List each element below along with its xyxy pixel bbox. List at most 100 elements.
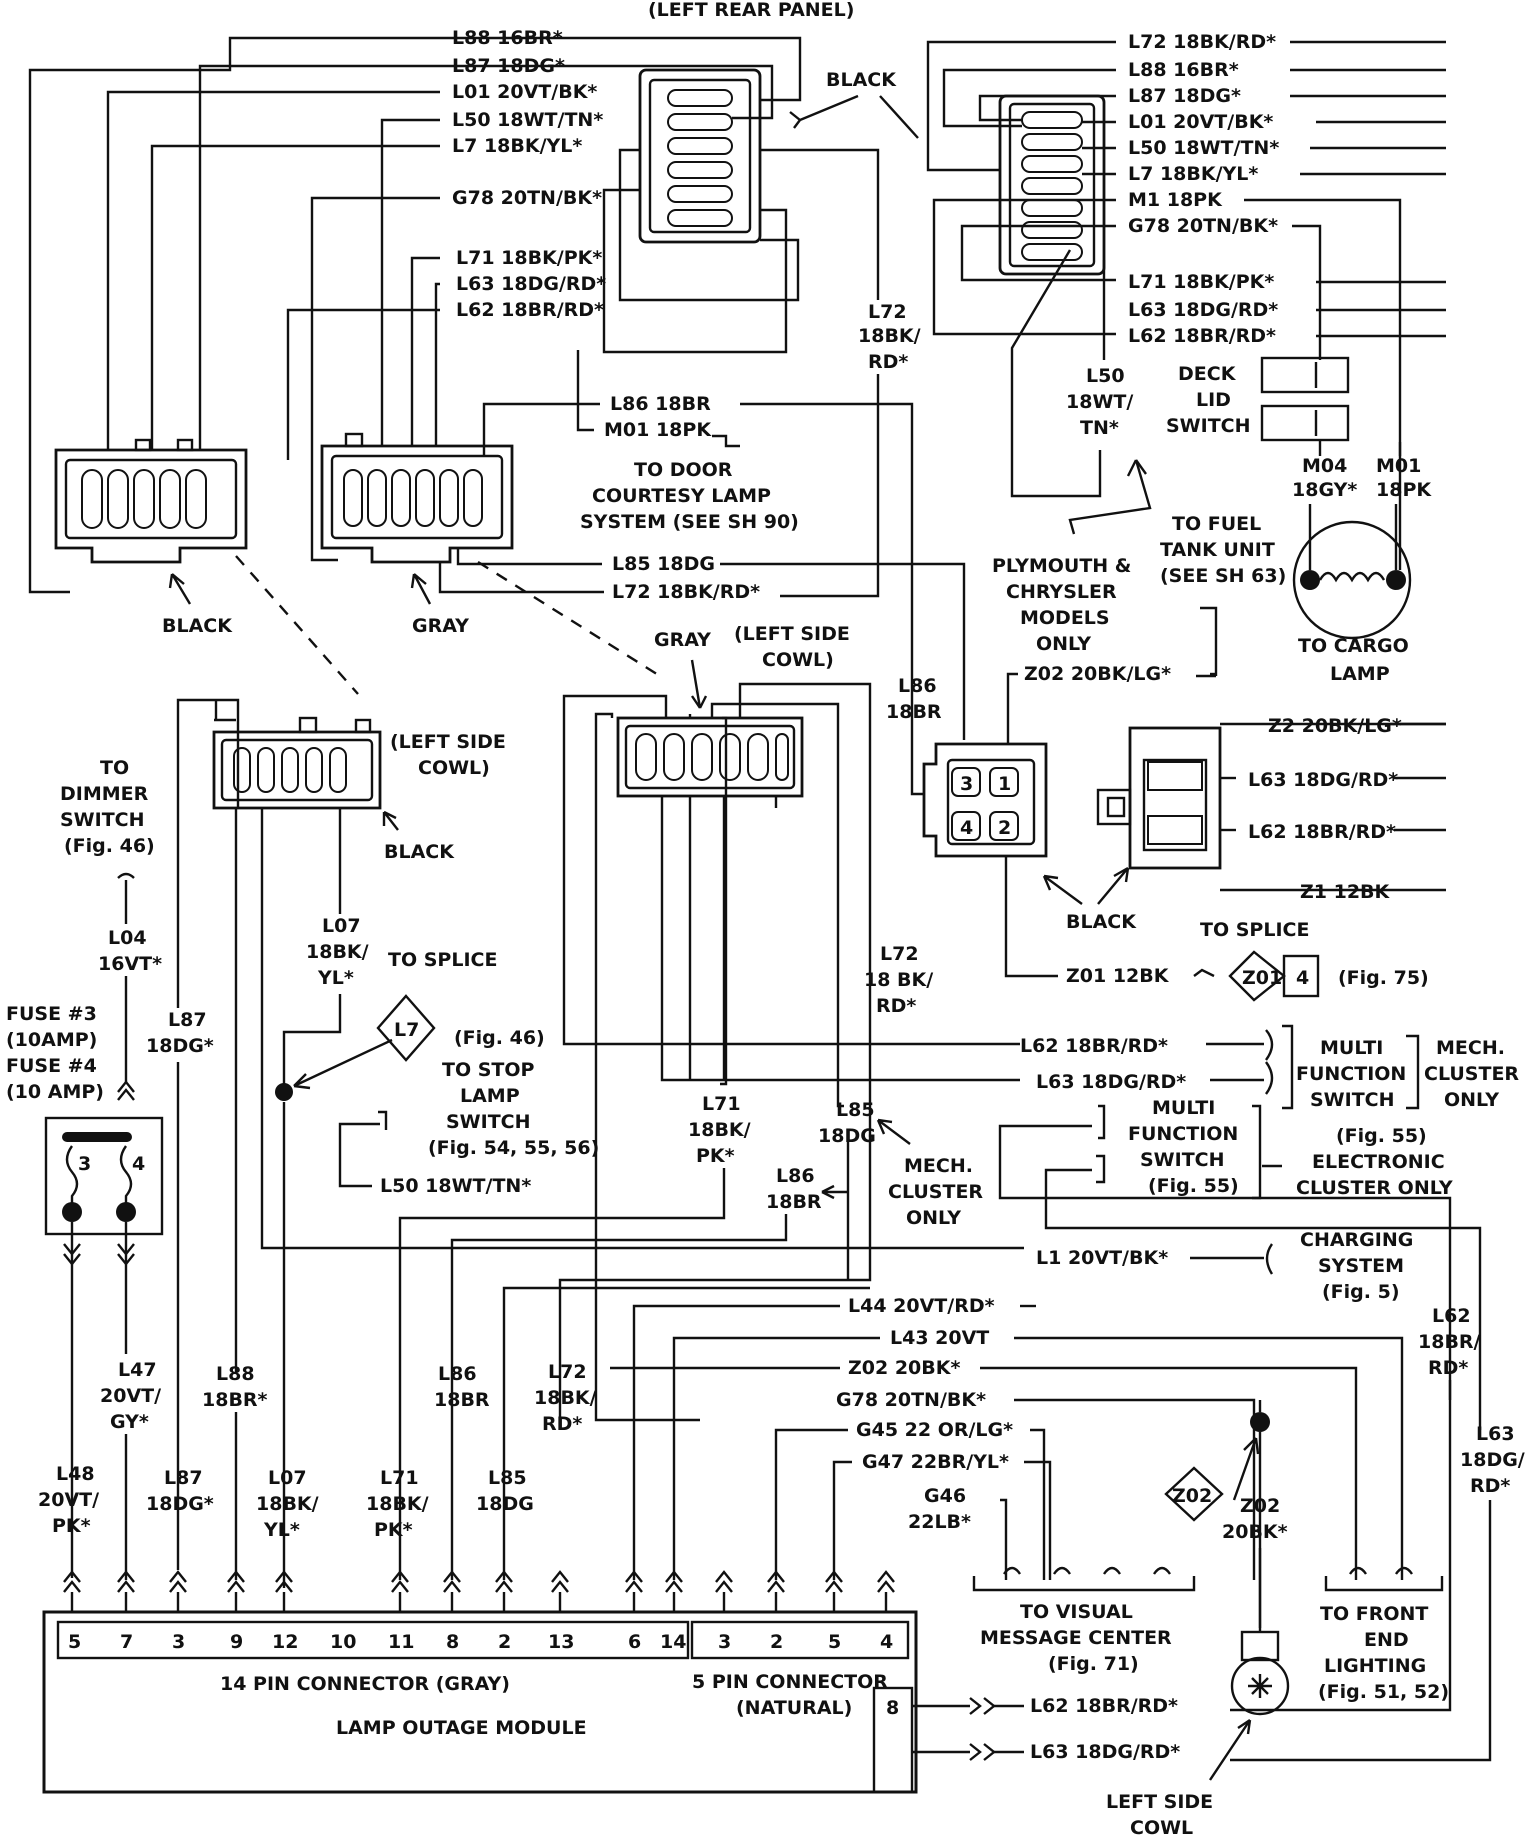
label-pin5a: 5 PIN CONNECTOR — [692, 1671, 888, 1693]
wire-z1-r: Z1 12BK — [1300, 881, 1391, 903]
wire-l04-b: 16VT* — [98, 953, 162, 975]
label-plymouth-3: MODELS — [1020, 607, 1110, 629]
label-front-2: END — [1364, 1629, 1409, 1651]
label-plymouth-4: ONLY — [1036, 633, 1091, 655]
label-pin14: 14 PIN CONNECTOR (GRAY) — [220, 1673, 510, 1695]
wire-l86-v2-a: L86 — [776, 1165, 815, 1187]
wire-l62-v-b: 18BR/ — [1418, 1331, 1481, 1353]
label-fuse-1: FUSE #3 — [6, 1003, 97, 1025]
wires-cowl-gray — [558, 682, 1020, 1422]
label-visual-3: (Fig. 71) — [1048, 1653, 1139, 1675]
label-multi-b4: (Fig. 55) — [1148, 1175, 1239, 1197]
wire-l44: L44 20VT/RD* — [848, 1295, 995, 1317]
label-module: LAMP OUTAGE MODULE — [336, 1717, 587, 1739]
wire-l47-a: L47 — [118, 1359, 157, 1381]
wire-tl-4: L50 18WT/TN* — [452, 109, 603, 131]
cowl-connector-gray — [616, 716, 804, 798]
wire-l72-a: L72 — [868, 301, 907, 323]
wire-tl-9: L62 18BR/RD* — [456, 299, 604, 321]
label-charging-3: (Fig. 5) — [1322, 1281, 1400, 1303]
wires-top-left — [28, 36, 880, 594]
wire-l48-a: L48 — [56, 1463, 95, 1485]
wire-l07-b-c: YL* — [263, 1519, 300, 1541]
wire-l43: L43 20VT — [890, 1327, 989, 1349]
wire-l87-a: L87 — [168, 1009, 207, 1031]
wire-tl-8: L63 18DG/RD* — [456, 273, 606, 295]
wire-l63-v-c: RD* — [1470, 1475, 1510, 1497]
label-pin5b: (NATURAL) — [736, 1697, 852, 1719]
wire-l88-a: L88 — [216, 1363, 255, 1385]
label-black-1: BLACK — [162, 615, 233, 637]
label-deck-2: LID — [1196, 389, 1231, 411]
label-front-4: (Fig. 51, 52) — [1318, 1681, 1449, 1703]
wire-l72-c: RD* — [868, 351, 908, 373]
label-to-stop-3: SWITCH — [446, 1111, 531, 1133]
wire-g45: G45 22 OR/LG* — [856, 1419, 1013, 1441]
wire-g46-b: 22LB* — [908, 1511, 971, 1533]
wire-l07-b-b: 18BK/ — [256, 1493, 319, 1515]
pin-q3: 3 — [718, 1631, 731, 1653]
wire-l1-h: L1 20VT/BK* — [1036, 1247, 1168, 1269]
label-to-dimmer-4: (Fig. 46) — [64, 835, 155, 857]
wire-tr-4: L01 20VT/BK* — [1128, 111, 1273, 133]
label-mech-1: MECH. — [1436, 1037, 1505, 1059]
wire-tr-11: L62 18BR/RD* — [1128, 325, 1276, 347]
wire-l04-a: L04 — [108, 927, 147, 949]
pin-c2: 2 — [998, 817, 1011, 839]
label-mech-2: CLUSTER — [1424, 1063, 1519, 1085]
wire-z02-v-b: 20BK* — [1222, 1521, 1288, 1543]
wire-g47: G47 22BR/YL* — [862, 1451, 1009, 1473]
wire-l72-v-b: 18 BK/ — [864, 969, 933, 991]
pin-q4: 4 — [880, 1631, 893, 1653]
wire-l71-b-b: 18BK/ — [366, 1493, 429, 1515]
wire-g46-a: G46 — [924, 1485, 966, 1507]
label-cowl-2b: COWL) — [762, 649, 834, 671]
wire-m01-top: M01 18PK — [604, 419, 712, 441]
wire-m04-a: M04 — [1302, 455, 1347, 477]
label-to-stop-1: TO STOP — [442, 1059, 535, 1081]
deck-lid-switch — [1260, 356, 1350, 442]
pin-p6: 6 — [628, 1631, 641, 1653]
label-multi-b2: FUNCTION — [1128, 1123, 1238, 1145]
label-black-top: BLACK — [826, 69, 897, 91]
wire-l63-out: L63 18DG/RD* — [1030, 1741, 1180, 1763]
label-electronic-1: ELECTRONIC — [1312, 1151, 1445, 1173]
wire-l07-b-a: L07 — [268, 1467, 307, 1489]
rear-panel-connector-left — [638, 68, 762, 244]
pin-p3: 3 — [172, 1631, 185, 1653]
pin-q2: 2 — [770, 1631, 783, 1653]
label-charging-2: SYSTEM — [1318, 1255, 1404, 1277]
splice-z01-label: Z01 — [1242, 967, 1282, 989]
wire-l62-v-c: RD* — [1428, 1357, 1468, 1379]
label-cowl-bottom-2: COWL — [1130, 1817, 1193, 1839]
label-deck-3: SWITCH — [1166, 415, 1251, 437]
wire-l07-b: 18BK/ — [306, 941, 369, 963]
label-mech-cl-3: ONLY — [906, 1207, 961, 1229]
black-connector-left — [54, 438, 248, 564]
label-black-2: BLACK — [384, 841, 455, 863]
label-visual-1: TO VISUAL — [1020, 1601, 1133, 1623]
wire-tr-10: L63 18DG/RD* — [1128, 299, 1278, 321]
label-to-door-1: TO DOOR — [634, 459, 733, 481]
lamp-outage-module — [42, 1610, 918, 1794]
label-multi-b1: MULTI — [1152, 1097, 1215, 1119]
pin-c4: 4 — [960, 817, 973, 839]
wire-l87-b-a: L87 — [164, 1467, 203, 1489]
wire-l63-h: L63 18DG/RD* — [1036, 1071, 1186, 1093]
pin-p2: 2 — [498, 1631, 511, 1653]
wire-l62-r: L62 18BR/RD* — [1248, 821, 1396, 843]
label-to-fuel-1: TO FUEL — [1172, 513, 1261, 535]
wire-tr-6: L7 18BK/YL* — [1128, 163, 1258, 185]
wire-l72-b: 18BK/ — [858, 325, 921, 347]
wire-l72-b-c: RD* — [542, 1413, 582, 1435]
label-front-3: LIGHTING — [1324, 1655, 1426, 1677]
wire-l86-top: L86 18BR — [610, 393, 711, 415]
wire-l07-c: YL* — [317, 967, 354, 989]
label-to-door-2: COURTESY LAMP — [592, 485, 771, 507]
label-fuse-2: (10AMP) — [6, 1029, 97, 1051]
label-visual-2: MESSAGE CENTER — [980, 1627, 1172, 1649]
wire-l71-v-a: L71 — [702, 1093, 741, 1115]
label-black-3: BLACK — [1066, 911, 1137, 933]
pin-p12: 12 — [272, 1631, 298, 1653]
wire-tl-7: L71 18BK/PK* — [456, 247, 602, 269]
